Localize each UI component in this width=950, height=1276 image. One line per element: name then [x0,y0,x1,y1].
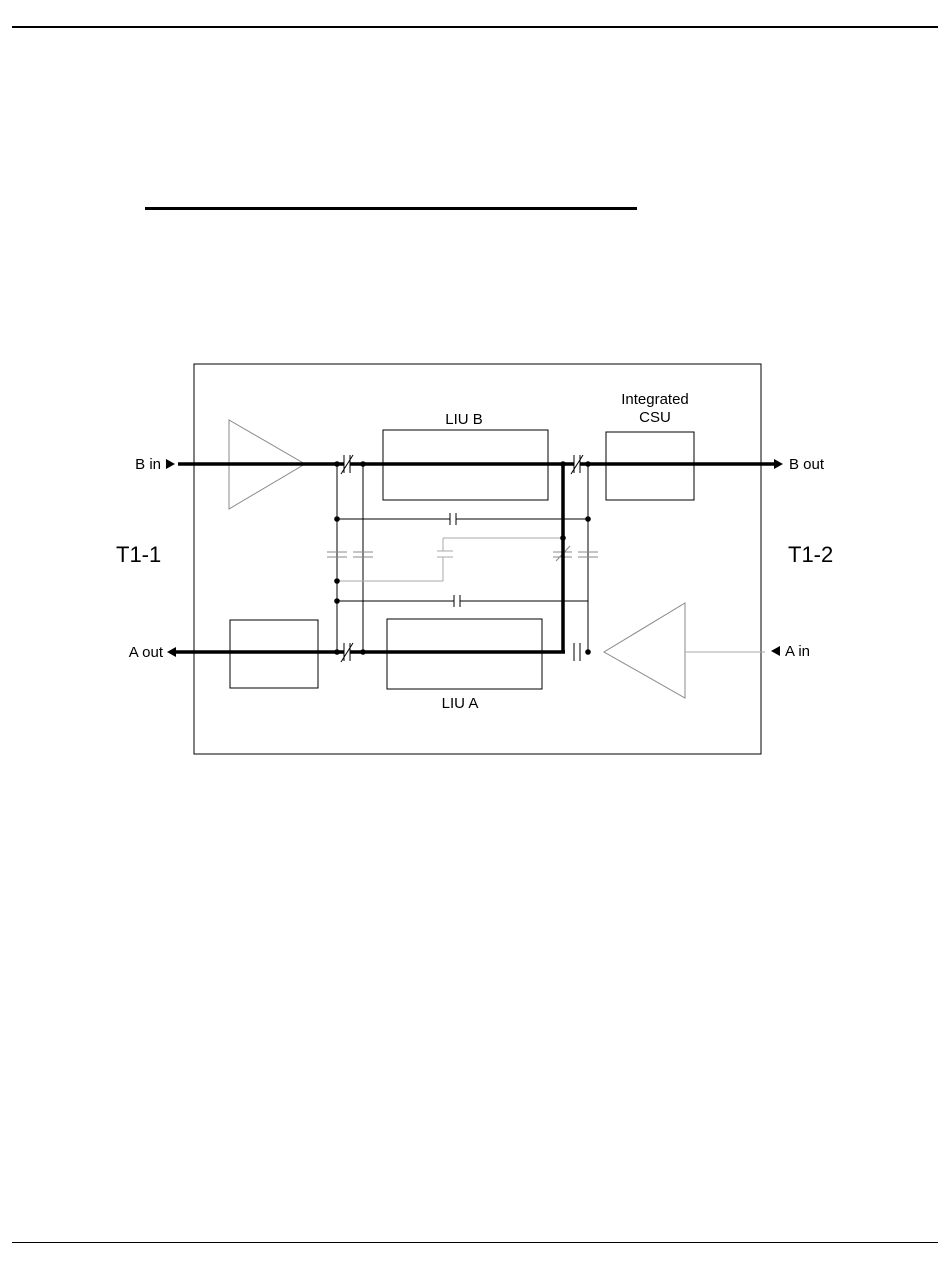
t1-1-label: T1-1 [116,542,161,567]
csu-label-line1: Integrated [621,391,689,408]
a-in-arrow [771,646,780,656]
liu-a-box [387,619,542,689]
csu-label-line2: CSU [639,409,671,426]
csu-box [606,432,694,500]
a-out-arrow [167,647,176,657]
liu-b-label: LIU B [445,411,483,428]
b-out-label: B out [789,456,825,473]
a-out-label: A out [129,644,164,661]
junction-dots [334,461,591,655]
relay-contacts [327,546,598,561]
inline-contacts [341,455,583,662]
b-in-arrow [166,459,175,469]
a-in-label: A in [785,643,810,660]
thick-signal-path [176,464,774,652]
faint-loopback [337,538,765,652]
output-driver-box [230,620,318,688]
switch-network [337,464,588,652]
b-in-label: B in [135,456,161,473]
t1-2-label: T1-2 [788,542,833,567]
a-in-amplifier [604,603,685,698]
b-out-arrow [774,459,783,469]
liu-a-label: LIU A [442,695,479,712]
